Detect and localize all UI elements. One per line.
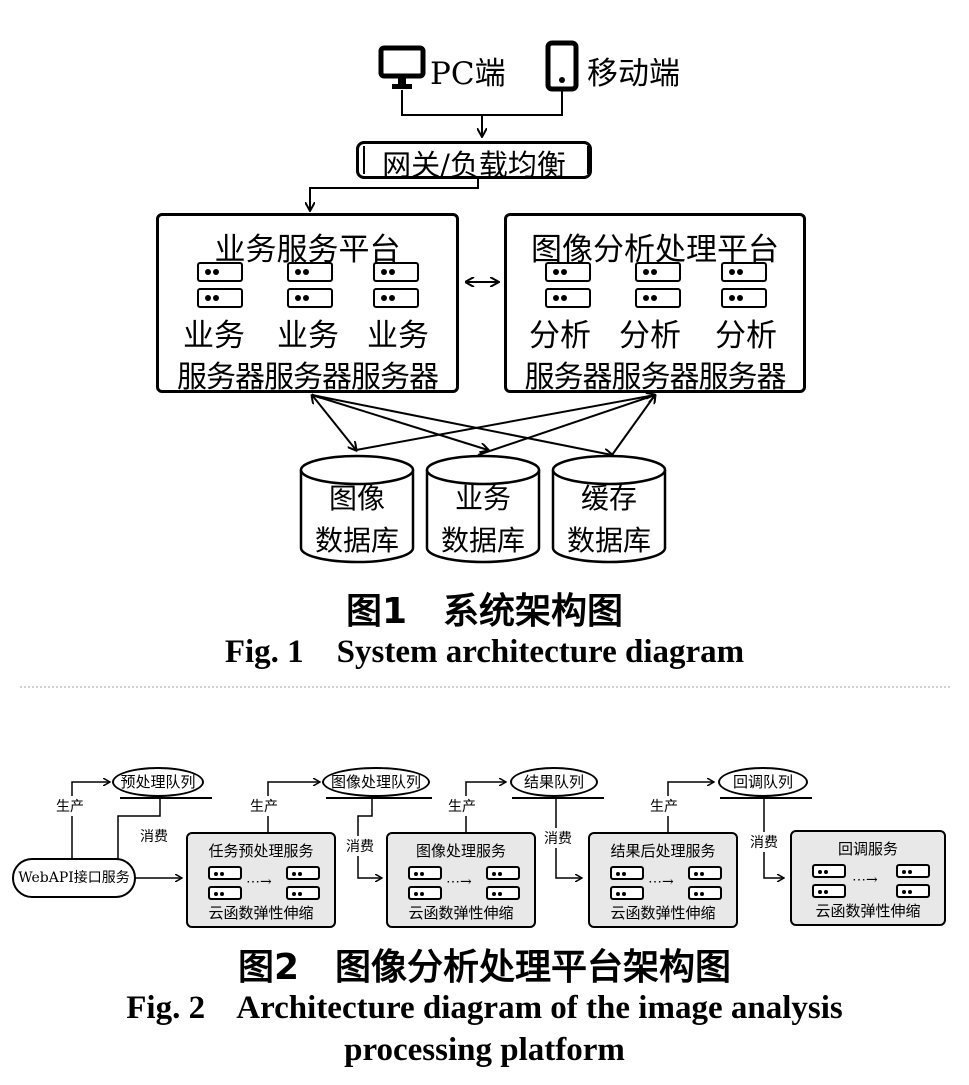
analysis-server-label: 分析 <box>529 318 591 354</box>
server-icon <box>896 864 930 878</box>
database-label: 缓存 <box>580 482 637 515</box>
produce-label: 生产 <box>250 796 278 816</box>
server-icon <box>812 884 846 898</box>
service-footer: 云函数弹性伸缩 <box>208 904 314 922</box>
server-icon <box>286 866 320 880</box>
server-icon <box>545 288 591 308</box>
service-title: 结果后处理服务 <box>610 842 716 860</box>
consume-label: 消费 <box>346 836 374 856</box>
service-box: 结果后处理服务 ⋯→ 云函数弹性伸缩 <box>588 832 738 928</box>
business-server-label: 业务 <box>183 318 245 354</box>
service-footer: 云函数弹性伸缩 <box>408 904 514 922</box>
business-server-label: 业务 <box>367 318 429 354</box>
server-icon <box>688 886 722 900</box>
service-box: 回调服务 ⋯→ 云函数弹性伸缩 <box>790 830 946 926</box>
fig1-caption-zh: 图1 系统架构图 <box>345 591 624 632</box>
produce-label: 生产 <box>448 796 476 816</box>
server-icon <box>688 866 722 880</box>
server-icon <box>635 262 681 282</box>
scale-arrow-icon: ⋯→ <box>446 874 472 890</box>
service-box: 图像处理服务 ⋯→ 云函数弹性伸缩 <box>386 832 536 928</box>
fig2-connectors <box>71 740 812 940</box>
server-icon <box>197 288 243 308</box>
server-icon <box>812 864 846 878</box>
service-title: 回调服务 <box>837 840 898 858</box>
consume-label: 消费 <box>544 828 572 848</box>
analysis-platform: 图像分析处理平台 分析 分析 分析 服务器服务器服务器 <box>504 213 806 395</box>
server-icon <box>408 866 442 880</box>
database-label: 数据库 <box>566 524 651 557</box>
queue-result: 结果队列 <box>510 767 598 797</box>
mobile-icon <box>545 40 581 94</box>
server-icon <box>208 866 242 880</box>
database-label: 业务 <box>454 482 511 515</box>
server-icon <box>635 288 681 308</box>
server-icon <box>408 886 442 900</box>
pc-client-label: PC端 <box>430 56 506 92</box>
business-platform: 业务服务平台 业务 业务 业务 服务器服务器服务器 <box>156 213 459 395</box>
server-icon <box>373 262 419 282</box>
scale-arrow-icon: ⋯→ <box>246 874 272 890</box>
fig1-connectors <box>0 90 969 600</box>
server-icon <box>287 262 333 282</box>
server-icon <box>721 288 767 308</box>
scale-arrow-icon: ⋯→ <box>648 874 674 890</box>
produce-label: 生产 <box>56 796 84 816</box>
divider <box>20 686 950 688</box>
database-label: 数据库 <box>440 524 525 557</box>
analysis-server-label: 分析 <box>619 318 681 354</box>
server-icon <box>486 866 520 880</box>
server-icon <box>896 884 930 898</box>
queue-callback: 回调队列 <box>718 767 808 797</box>
server-icon <box>208 886 242 900</box>
service-footer: 云函数弹性伸缩 <box>610 904 716 922</box>
database-label: 图像 <box>328 482 385 515</box>
analysis-server-label-bottom: 服务器服务器服务器 <box>524 360 787 395</box>
server-icon <box>197 262 243 282</box>
webapi-service: WebAPI接口服务 <box>12 858 136 898</box>
mobile-client-label: 移动端 <box>587 56 680 92</box>
server-icon <box>610 886 644 900</box>
service-box: 任务预处理服务 ⋯→ 云函数弹性伸缩 <box>186 832 336 928</box>
server-icon <box>286 886 320 900</box>
fig2-caption-zh: 图2 图像分析处理平台架构图 <box>237 947 732 988</box>
gateway-box: 网关/负载均衡 <box>356 141 592 182</box>
server-icon <box>545 262 591 282</box>
database-cylinder: 缓存 数据库 <box>551 452 667 564</box>
gateway-label: 网关/负载均衡 <box>382 148 566 182</box>
fig2-caption-en-line1: Fig. 2 Architecture diagram of the image… <box>126 990 843 1026</box>
consume-label: 消费 <box>750 832 778 852</box>
queue-image-processing: 图像处理队列 <box>322 767 430 797</box>
fig1-caption-en: Fig. 1 System architecture diagram <box>224 634 745 670</box>
server-icon <box>373 288 419 308</box>
server-icon <box>721 262 767 282</box>
service-title: 任务预处理服务 <box>208 842 314 860</box>
database-label: 数据库 <box>314 524 399 557</box>
database-cylinder: 业务 数据库 <box>425 452 541 564</box>
server-icon <box>287 288 333 308</box>
fig2-caption-en-line2: processing platform <box>344 1032 625 1068</box>
service-footer: 云函数弹性伸缩 <box>815 902 921 920</box>
scale-arrow-icon: ⋯→ <box>852 872 878 888</box>
business-server-label: 业务 <box>277 318 339 354</box>
database-cylinder: 图像 数据库 <box>299 452 415 564</box>
consume-label: 消费 <box>140 826 168 846</box>
monitor-icon <box>378 44 426 92</box>
server-icon <box>610 866 644 880</box>
produce-label: 生产 <box>650 796 678 816</box>
queue-preprocess: 预处理队列 <box>112 767 204 797</box>
service-title: 图像处理服务 <box>415 842 506 860</box>
business-server-label-bottom: 服务器服务器服务器 <box>177 360 439 395</box>
server-icon <box>486 886 520 900</box>
analysis-server-label: 分析 <box>715 318 777 354</box>
